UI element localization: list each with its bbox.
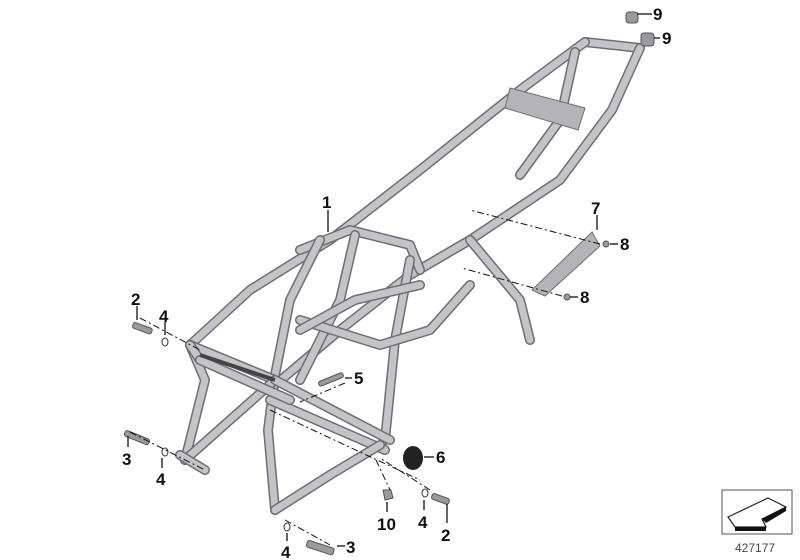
screw-8b (563, 293, 571, 301)
callout-2: 2 (441, 526, 450, 545)
bolt-3b (305, 540, 335, 556)
frame-tube (466, 236, 534, 344)
mounting-plate (504, 87, 586, 131)
frame-tube (181, 376, 279, 464)
screw-10 (382, 489, 394, 501)
washer-4c (421, 488, 429, 498)
frame-tube (581, 38, 644, 52)
callout-4: 4 (281, 543, 291, 560)
frame-tube (266, 396, 389, 454)
frame-tube (271, 441, 384, 514)
callout-4: 4 (418, 513, 428, 532)
callout-4: 4 (156, 470, 166, 489)
callout-10: 10 (377, 515, 396, 534)
parts (123, 11, 655, 556)
callout-5: 5 (354, 369, 363, 388)
screw-8a (602, 240, 610, 248)
callout-9: 9 (662, 29, 671, 48)
cap-6 (403, 446, 423, 470)
bolt-3a (123, 430, 151, 446)
washer-4a (161, 337, 169, 347)
frame-tube (196, 356, 294, 404)
assembly-lines (129, 209, 601, 546)
frame-tube (296, 281, 474, 349)
frame-tube (271, 376, 394, 444)
cross-shaft (199, 353, 276, 382)
callout-3: 3 (346, 538, 355, 557)
callout-6: 6 (436, 448, 445, 467)
reference-number: 427177 (735, 541, 775, 555)
frame-tube (296, 281, 424, 334)
callouts: 1 2 2 3 3 4 4 4 4 5 6 7 8 8 9 9 10 (122, 5, 671, 560)
frame-tube (186, 38, 589, 349)
callout-9: 9 (653, 5, 662, 24)
frame-tube (296, 231, 359, 384)
callout-8: 8 (580, 288, 589, 307)
callout-8: 8 (620, 235, 629, 254)
callout-4: 4 (159, 307, 169, 326)
heat-shield-7 (531, 231, 601, 297)
callout-2: 2 (131, 290, 140, 309)
callout-1: 1 (322, 193, 331, 212)
callout-7: 7 (591, 199, 600, 218)
main-frame (175, 37, 645, 515)
bolt-5 (318, 372, 344, 387)
bolt-2a (132, 322, 153, 335)
washer-4b (161, 447, 169, 457)
rubber-bumper-9b (640, 32, 655, 47)
arrow-direction-icon (721, 489, 793, 535)
rubber-bumper-9a (625, 11, 639, 24)
callout-3: 3 (122, 450, 131, 469)
leader-lines (127, 13, 660, 547)
washer-4d (283, 522, 291, 532)
bolt-2b (431, 493, 450, 505)
